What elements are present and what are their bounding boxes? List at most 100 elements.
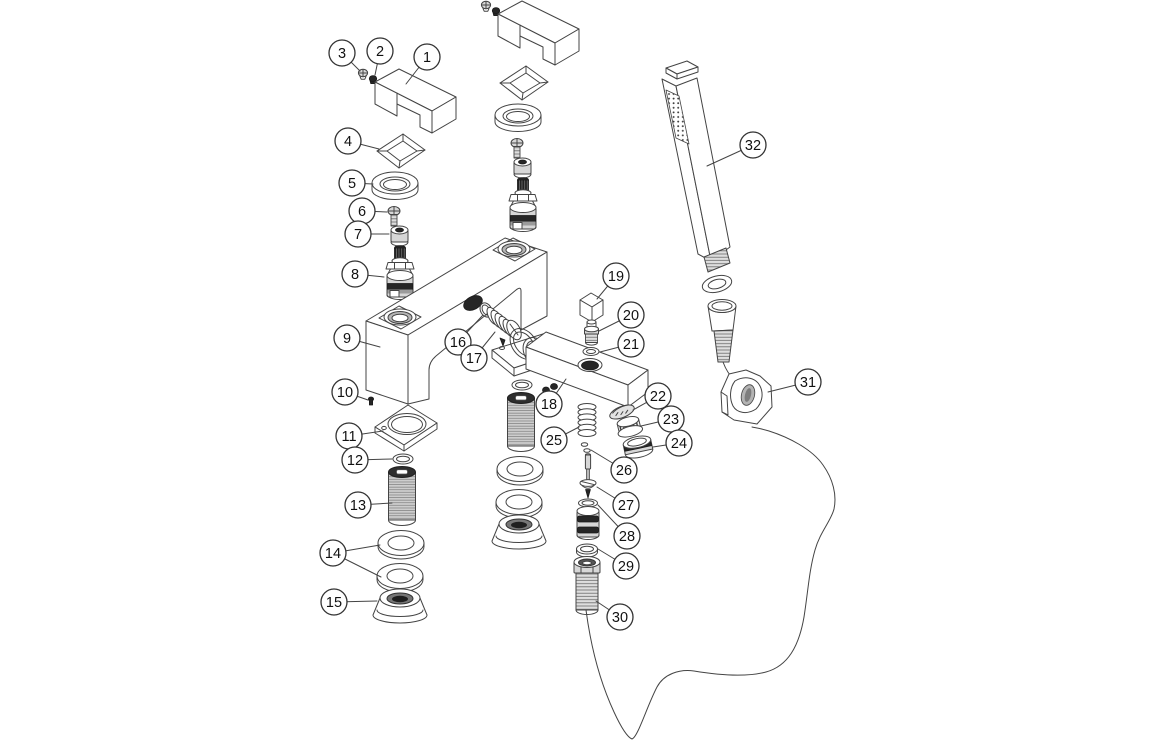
callout-1: 1 — [405, 43, 441, 85]
callout-number-11: 11 — [341, 429, 356, 445]
callout-number-19: 19 — [608, 269, 624, 285]
callout-5: 5 — [338, 169, 374, 197]
callout-circle-21 — [617, 330, 645, 358]
callout-number-17: 17 — [466, 351, 482, 367]
callout-18: 18 — [535, 378, 567, 418]
callout-10: 10 — [331, 378, 369, 406]
callout-number-24: 24 — [671, 436, 687, 452]
wall-bracket — [720, 369, 773, 425]
callout-circle-5 — [338, 169, 366, 197]
diverter-internals — [576, 403, 600, 558]
callout-circle-8 — [341, 260, 369, 288]
callout-number-8: 8 — [351, 267, 359, 283]
callout-number-2: 2 — [376, 44, 384, 60]
callout-circle-12 — [341, 446, 369, 474]
tap-body — [365, 237, 548, 405]
callout-number-3: 3 — [338, 46, 346, 62]
callout-number-5: 5 — [348, 176, 356, 192]
callout-circle-24 — [665, 429, 693, 457]
callout-4: 4 — [334, 127, 380, 155]
callout-circle-32 — [739, 131, 767, 159]
callout-13: 13 — [344, 491, 393, 519]
callout-11: 11 — [335, 422, 384, 450]
callout-26: 26 — [590, 449, 638, 484]
callout-number-26: 26 — [616, 463, 632, 479]
callout-circle-28 — [613, 522, 641, 550]
callout-number-4: 4 — [344, 134, 352, 150]
callout-circle-10 — [331, 378, 359, 406]
callout-3: 3 — [328, 39, 361, 72]
callout-23: 23 — [640, 405, 685, 433]
callout-circle-31 — [794, 368, 822, 396]
callout-9: 9 — [333, 324, 381, 352]
callout-circle-14 — [319, 539, 347, 567]
callout-circle-15 — [320, 588, 348, 616]
callout-number-18: 18 — [541, 397, 557, 413]
callout-25: 25 — [540, 426, 580, 454]
callout-circle-17 — [460, 344, 488, 372]
callout-number-31: 31 — [800, 375, 816, 391]
callout-circle-20 — [617, 301, 645, 329]
mounting-column-left — [372, 453, 428, 624]
callout-19: 19 — [596, 262, 630, 300]
spout-body — [525, 331, 649, 408]
callout-12: 12 — [341, 446, 393, 474]
callout-circle-4 — [334, 127, 362, 155]
callout-24: 24 — [652, 429, 693, 457]
callout-number-16: 16 — [450, 335, 466, 351]
callout-29: 29 — [597, 548, 640, 580]
callout-number-30: 30 — [612, 610, 628, 626]
callout-circle-19 — [602, 262, 630, 290]
callout-2: 2 — [366, 37, 394, 76]
callout-number-29: 29 — [618, 559, 634, 575]
callout-number-28: 28 — [619, 529, 635, 545]
callout-7: 7 — [344, 220, 390, 248]
callout-circle-29 — [612, 552, 640, 580]
callout-circle-27 — [612, 491, 640, 519]
shower-handset — [661, 60, 733, 294]
callout-30: 30 — [595, 600, 634, 631]
callout-6: 6 — [348, 197, 388, 225]
callout-circle-3 — [328, 39, 356, 67]
callout-number-22: 22 — [650, 389, 666, 405]
callout-32: 32 — [706, 131, 767, 167]
aerator-assembly — [609, 404, 654, 459]
callout-number-27: 27 — [618, 498, 634, 514]
callout-number-6: 6 — [358, 204, 366, 220]
callout-17: 17 — [460, 331, 496, 372]
callout-20: 20 — [598, 301, 645, 332]
callout-number-15: 15 — [326, 595, 342, 611]
callout-labels: 1234567891011121314151617181920212223242… — [319, 37, 822, 631]
callout-15: 15 — [320, 588, 378, 616]
callout-circle-2 — [366, 37, 394, 65]
hose-connector — [573, 556, 601, 615]
callout-28: 28 — [597, 504, 641, 550]
valve-stack-center — [480, 0, 580, 232]
callout-27: 27 — [596, 486, 640, 519]
hose-cone-connector — [707, 299, 737, 380]
base-plate-assembly — [367, 396, 438, 452]
callout-number-20: 20 — [623, 308, 639, 324]
callout-number-32: 32 — [745, 138, 761, 154]
callout-circle-1 — [413, 43, 441, 71]
callout-number-21: 21 — [623, 337, 639, 353]
callout-circle-13 — [344, 491, 372, 519]
callout-number-7: 7 — [354, 227, 362, 243]
callout-number-14: 14 — [325, 546, 341, 562]
callout-number-1: 1 — [423, 50, 431, 66]
callout-8: 8 — [341, 260, 385, 288]
callout-circle-18 — [535, 390, 563, 418]
callout-number-13: 13 — [350, 498, 366, 514]
callout-number-12: 12 — [347, 453, 363, 469]
callout-number-23: 23 — [663, 412, 679, 428]
callout-circle-22 — [644, 382, 672, 410]
diverter-knob — [579, 292, 604, 356]
callout-14: 14 — [319, 539, 382, 578]
callout-22: 22 — [632, 382, 672, 411]
callout-21: 21 — [599, 330, 645, 358]
callout-circle-30 — [606, 603, 634, 631]
callout-circle-7 — [344, 220, 372, 248]
callout-number-9: 9 — [343, 331, 351, 347]
